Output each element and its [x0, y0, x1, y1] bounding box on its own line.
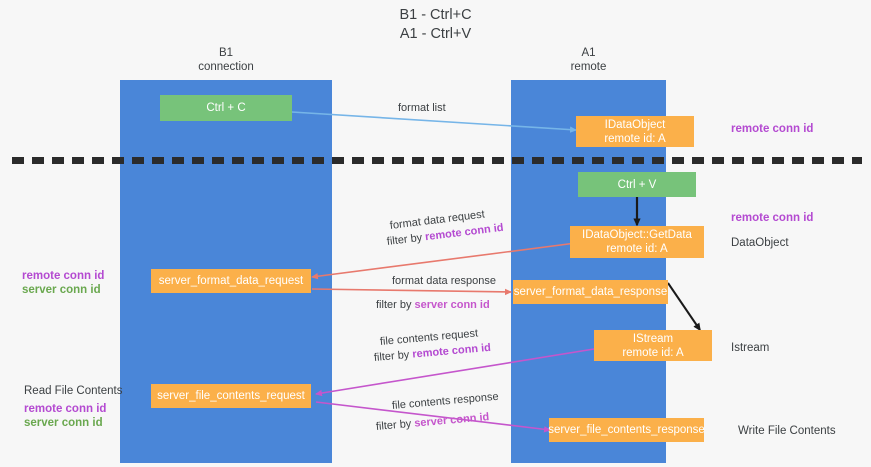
label-istream: Istream [731, 342, 770, 354]
lane-header-b1-name: B1 [218, 47, 234, 59]
node-ctrl-c[interactable]: Ctrl + C [160, 95, 292, 121]
filter-key-server-conn-id-2: server conn id [413, 411, 490, 430]
filter-prefix-3: filter by [373, 348, 413, 364]
node-server-file-contents-response-label: server_file_contents_response [548, 424, 705, 436]
filter-prefix-2: filter by [376, 299, 415, 311]
section-divider [12, 157, 862, 164]
title-line-2: A1 - Ctrl+V [399, 26, 472, 42]
node-idataobject[interactable]: IDataObject remote id: A [576, 116, 694, 147]
label-left-remote-conn-id-mid: remote conn id [22, 270, 105, 282]
node-server-file-contents-request-label: server_file_contents_request [157, 390, 305, 402]
label-left-remote-conn-id-bottom: remote conn id [24, 403, 107, 415]
edge-label-format-list: format list [398, 102, 446, 114]
label-remote-conn-id-mid: remote conn id [731, 212, 814, 224]
node-istream[interactable]: IStream remote id: A [594, 330, 712, 361]
node-server-format-data-response-label: server_format_data_response [513, 286, 668, 298]
filter-prefix-4: filter by [375, 417, 415, 433]
label-left-server-conn-id-mid: server conn id [22, 284, 101, 296]
node-idataobject-line1: IDataObject [604, 118, 666, 131]
filter-key-server-conn-id-1: server conn id [414, 299, 490, 311]
node-server-format-data-request-label: server_format_data_request [158, 275, 304, 287]
wire-format-data-response [311, 288, 512, 296]
edge-label-format-data-response-filter: filter by server conn id [376, 298, 490, 313]
node-getdata-line2: remote id: A [606, 243, 668, 255]
lane-header-a1-name: A1 [581, 47, 596, 59]
lane-header-b1-sub: connection [198, 61, 254, 73]
node-ctrl-c-label: Ctrl + C [206, 102, 246, 114]
filter-prefix-1: filter by [386, 231, 426, 248]
node-idataobject-getdata[interactable]: IDataObject::GetData remote id: A [570, 226, 704, 258]
label-write-file-contents: Write File Contents [738, 425, 836, 437]
lane-header-a1: A1 remote [511, 46, 666, 74]
wire-response-to-istream [667, 282, 701, 332]
title-line-1: B1 - Ctrl+C [399, 7, 472, 23]
label-dataobject: DataObject [731, 237, 789, 249]
node-istream-line2: remote id: A [622, 346, 684, 359]
diagram-title: B1 - Ctrl+C A1 - Ctrl+V [0, 6, 871, 44]
lane-header-a1-sub: remote [570, 61, 607, 73]
label-left-server-conn-id-bottom: server conn id [24, 417, 103, 429]
label-read-file-contents: Read File Contents [24, 385, 123, 397]
node-ctrl-v-label: Ctrl + V [617, 178, 657, 191]
edge-label-format-data-response: format data response [392, 275, 496, 287]
node-getdata-line1: IDataObject::GetData [582, 229, 692, 241]
node-server-format-data-request[interactable]: server_format_data_request [151, 269, 311, 293]
node-server-file-contents-response[interactable]: server_file_contents_response [548, 418, 705, 442]
node-ctrl-v[interactable]: Ctrl + V [578, 172, 696, 197]
label-remote-conn-id-top: remote conn id [731, 123, 814, 135]
lane-header-b1: B1 connection [120, 46, 332, 74]
node-server-format-data-response[interactable]: server_format_data_response [513, 280, 668, 304]
node-server-file-contents-request[interactable]: server_file_contents_request [151, 384, 311, 408]
node-istream-line1: IStream [632, 332, 674, 345]
node-idataobject-line2: remote id: A [604, 132, 666, 145]
